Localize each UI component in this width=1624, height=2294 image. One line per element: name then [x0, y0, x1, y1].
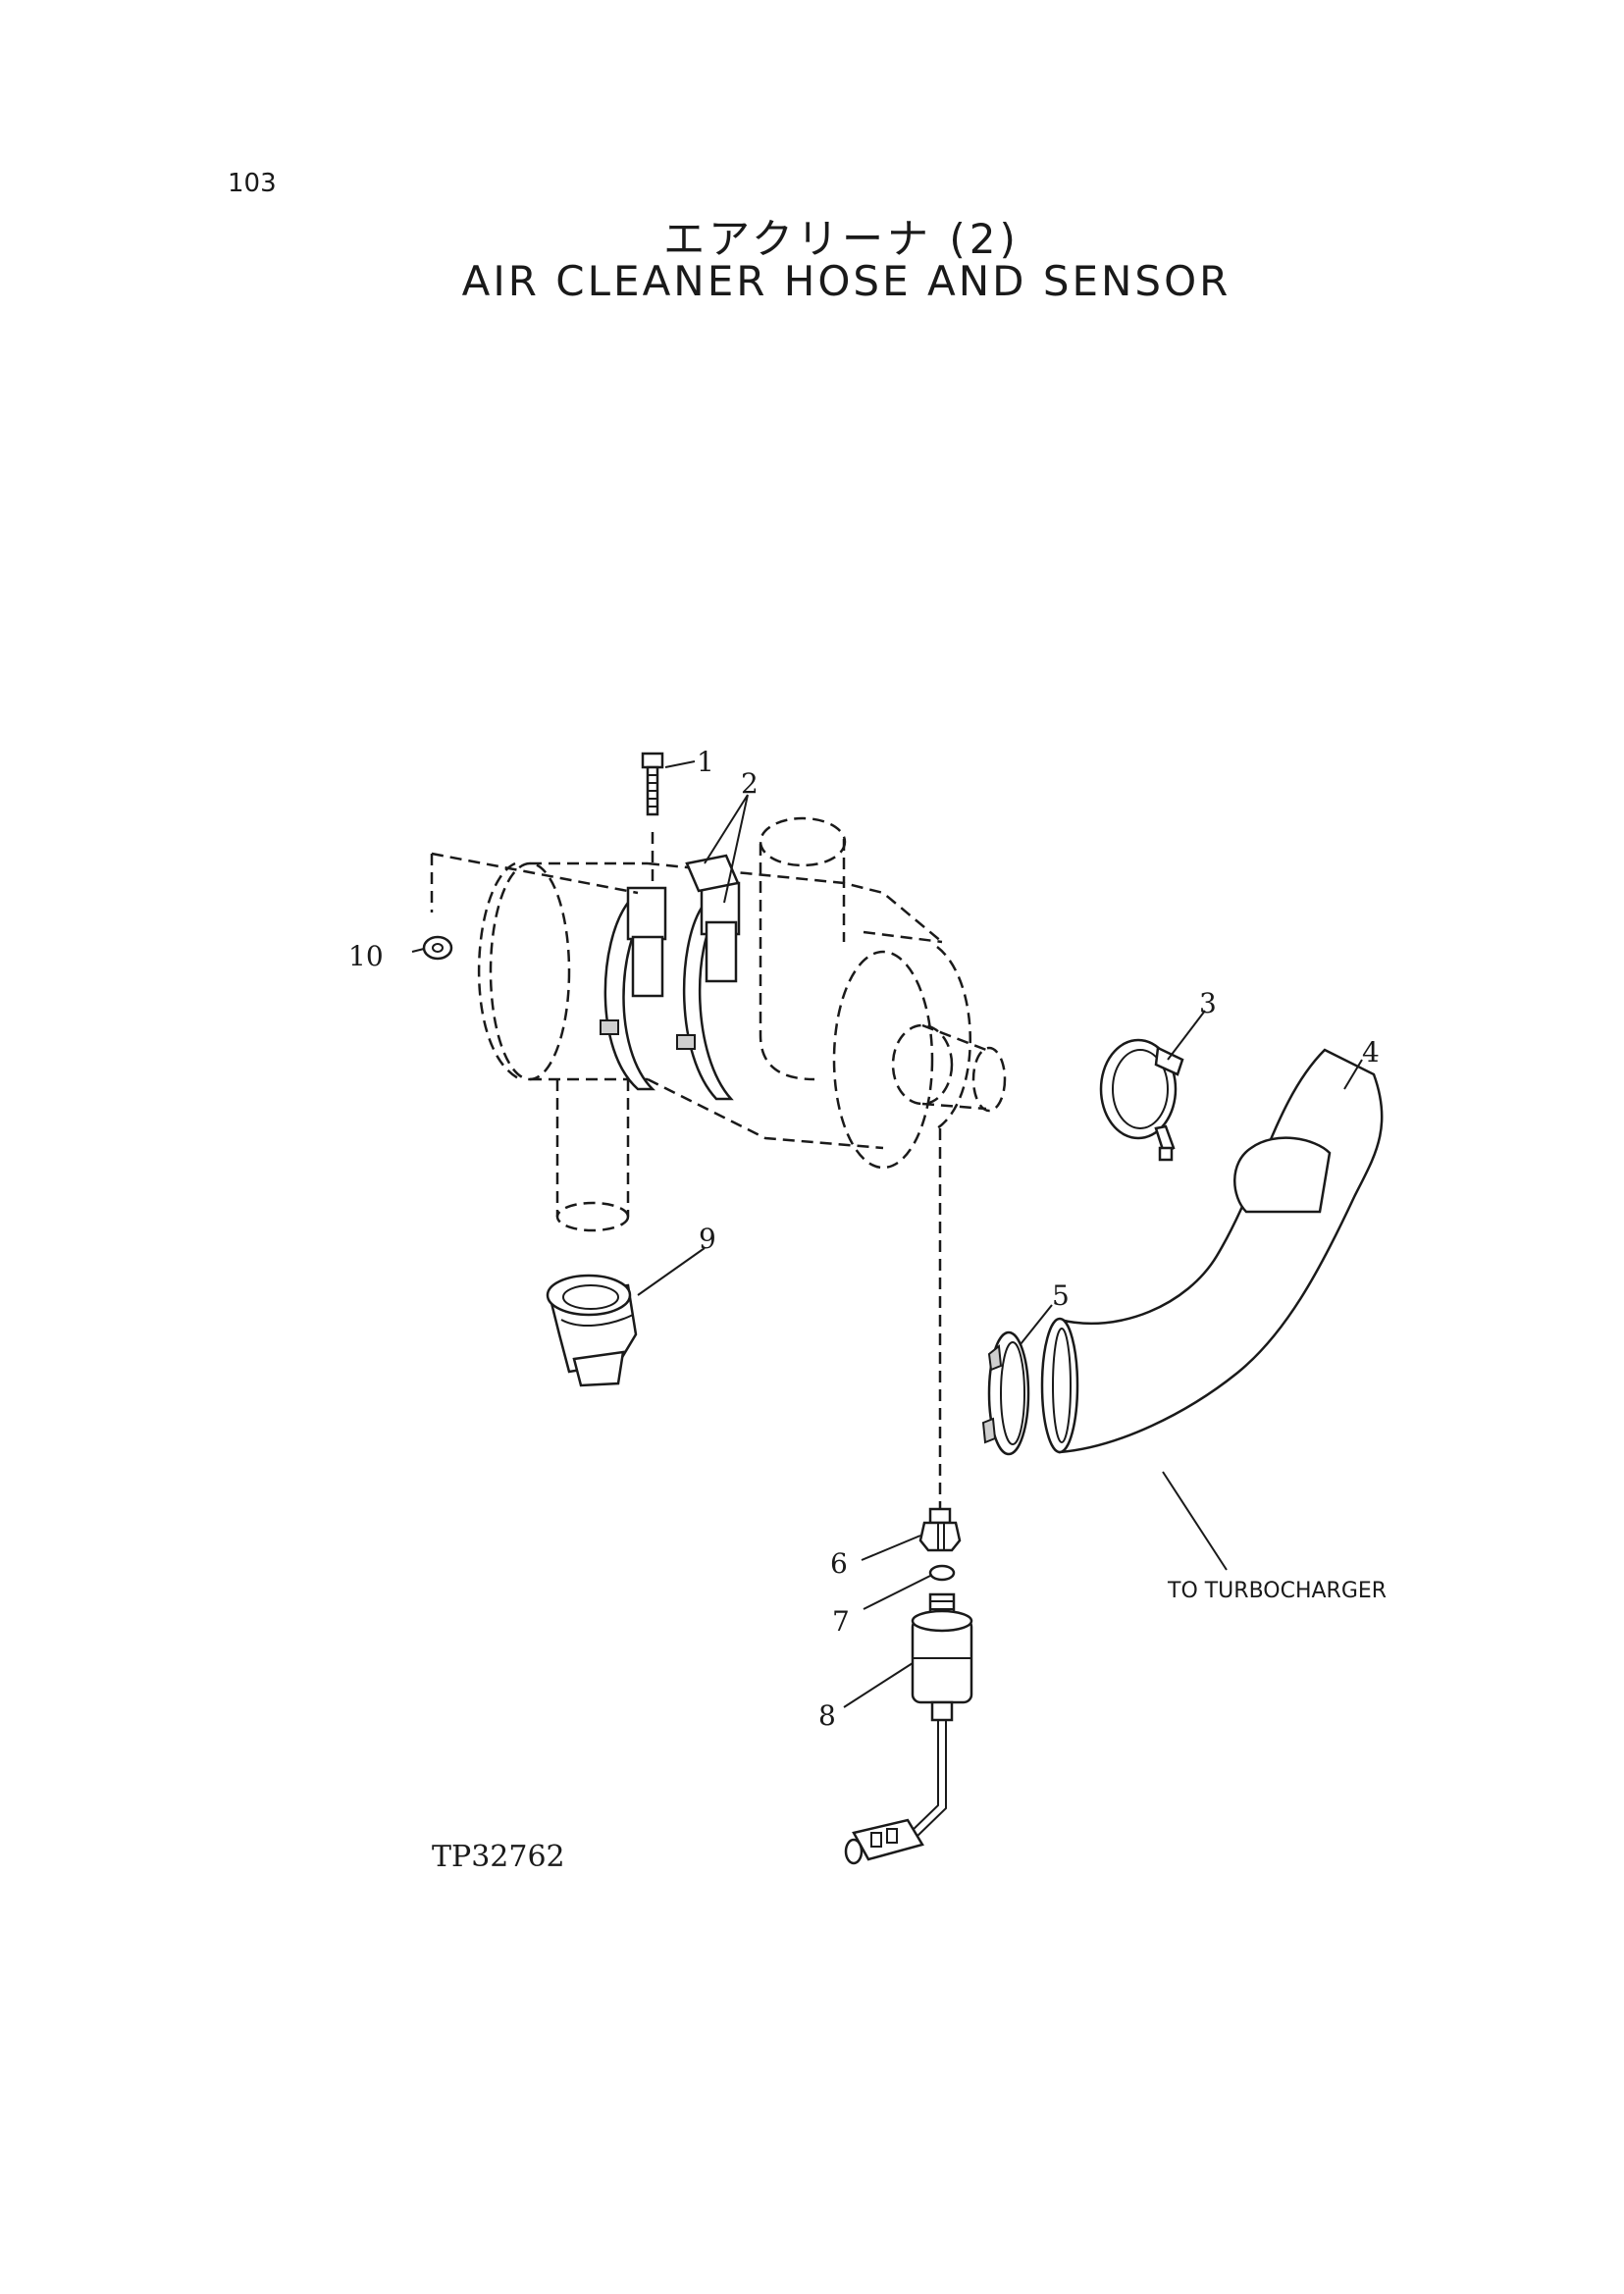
hose-clamp	[1099, 1038, 1184, 1162]
callout-leaders	[411, 760, 1363, 1708]
callout-3: 3	[1199, 987, 1217, 1019]
o-ring	[928, 1564, 956, 1582]
callout-7: 7	[832, 1605, 850, 1638]
nut	[422, 852, 639, 961]
callout-8: 8	[818, 1699, 836, 1732]
elbow-hose	[1040, 1048, 1384, 1454]
page-number: 103	[228, 169, 277, 198]
callout-numbers: 1 2 3 4 5 6 7 8 9 10	[348, 746, 1380, 1732]
clamp-bands	[600, 854, 741, 1101]
callout-5: 5	[1052, 1279, 1070, 1312]
adapter-fitting	[918, 1507, 962, 1552]
page-title: AIR CLEANER HOSE AND SENSOR	[461, 257, 1231, 305]
bolt	[641, 752, 664, 888]
page-title-japanese: エアクリーナ (2)	[663, 215, 1020, 263]
gasket	[981, 1330, 1030, 1456]
callout-2: 2	[741, 767, 759, 800]
air-cleaner-body	[477, 816, 1007, 1232]
callout-10: 10	[348, 940, 384, 972]
callout-1: 1	[697, 746, 714, 778]
callout-4: 4	[1362, 1036, 1380, 1069]
turbocharger-note: TO TURBOCHARGER	[1167, 1579, 1387, 1603]
restriction-sensor	[844, 1592, 973, 1865]
dust-valve	[546, 1274, 638, 1387]
callout-9: 9	[699, 1223, 716, 1255]
figure-id: TP32762	[432, 1840, 565, 1874]
callout-6: 6	[830, 1547, 848, 1580]
